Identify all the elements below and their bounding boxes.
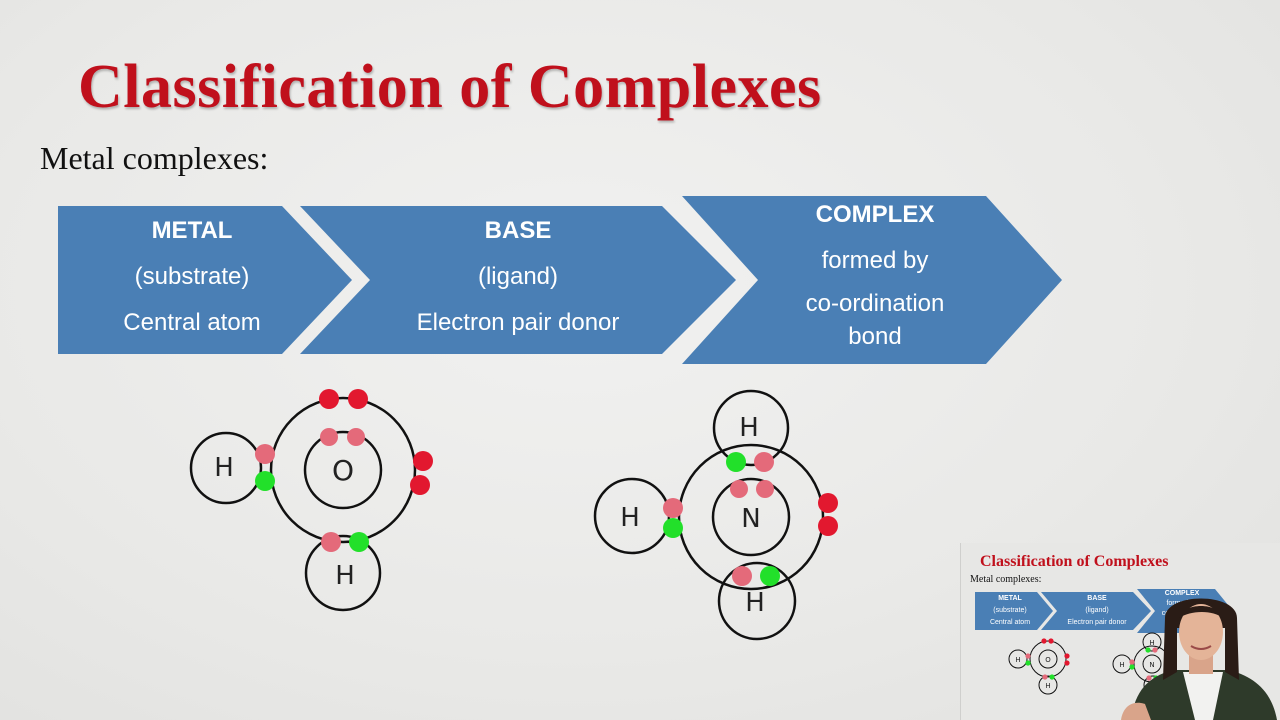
electron bbox=[410, 475, 430, 495]
electron bbox=[818, 516, 838, 536]
nitrogen-outer-shell bbox=[677, 443, 825, 591]
electron bbox=[726, 452, 746, 472]
pip-step-base-line2: Electron pair donor bbox=[1067, 619, 1127, 626]
nitrogen-inner-shell bbox=[711, 477, 791, 557]
electron bbox=[319, 389, 339, 409]
electron bbox=[663, 498, 683, 518]
pip-ammonia-h1: H bbox=[1149, 639, 1154, 647]
ammonia-molecule bbox=[593, 389, 825, 641]
oxygen-outer-shell bbox=[269, 396, 417, 544]
electron bbox=[320, 428, 338, 446]
step-complex-line2: co-ordination bbox=[805, 290, 945, 317]
pip-ammonia-h2: H bbox=[1119, 661, 1124, 669]
pip-step-base-line1: (ligand) bbox=[1085, 607, 1109, 614]
step-metal-heading: METAL bbox=[151, 217, 233, 244]
step-base-heading: BASE bbox=[484, 217, 552, 244]
slide-subtitle: Metal complexes: bbox=[40, 140, 269, 176]
water-center-label: O bbox=[332, 454, 354, 487]
electron bbox=[663, 518, 683, 538]
pip-water-h1: H bbox=[1015, 656, 1020, 664]
electron bbox=[349, 532, 369, 552]
ammonia-electrons bbox=[663, 452, 838, 586]
pip-water-center: O bbox=[1045, 656, 1051, 664]
hydrogen-top-shell bbox=[712, 389, 790, 467]
water-h2-label: H bbox=[335, 561, 355, 591]
pip-title: Classification of Complexes bbox=[980, 553, 1169, 570]
step-complex: COMPLEX formed by co-ordination bond bbox=[760, 192, 990, 350]
ammonia-h2-label: H bbox=[620, 503, 640, 533]
electron bbox=[818, 493, 838, 513]
water-electrons bbox=[255, 389, 433, 552]
slide-title: Classification of Complexes bbox=[78, 53, 822, 121]
step-base-line1: (ligand) bbox=[477, 263, 559, 290]
ammonia-center-label: N bbox=[741, 504, 760, 534]
step-complex-heading: COMPLEX bbox=[815, 201, 935, 228]
pip-chevron-base bbox=[1041, 592, 1151, 630]
hydrogen-bottom-shell bbox=[717, 561, 797, 641]
hydrogen-left-shell bbox=[189, 431, 263, 505]
pip-step-base-heading: BASE bbox=[1087, 595, 1107, 602]
pip-step-metal-heading: METAL bbox=[998, 595, 1022, 602]
pip-water-h2: H bbox=[1045, 682, 1050, 690]
step-base: BASE (ligand) Electron pair donor bbox=[370, 208, 666, 346]
electron bbox=[730, 480, 748, 498]
pip-step-complex-heading: COMPLEX bbox=[1164, 590, 1200, 597]
step-metal: METAL (substrate) Central atom bbox=[58, 208, 326, 346]
chevron-complex bbox=[682, 196, 1062, 364]
process-chevrons bbox=[58, 196, 1062, 364]
step-complex-line1: formed by bbox=[821, 247, 929, 274]
electron bbox=[760, 566, 780, 586]
water-h1-label: H bbox=[214, 453, 234, 483]
oxygen-inner-shell bbox=[303, 430, 383, 510]
ammonia-h3-label: H bbox=[745, 588, 765, 618]
pip-step-base: BASE (ligand) Electron pair donor bbox=[1057, 593, 1137, 629]
electron bbox=[754, 452, 774, 472]
step-base-line2: Electron pair donor bbox=[416, 309, 620, 336]
electron bbox=[255, 444, 275, 464]
presenter-image bbox=[1121, 598, 1277, 720]
electron bbox=[413, 451, 433, 471]
presenter-video-thumbnail[interactable]: Classification of Complexes Metal comple… bbox=[960, 543, 1280, 720]
chevron-metal bbox=[58, 206, 352, 354]
pip-step-metal-line1: (substrate) bbox=[993, 607, 1027, 614]
electron bbox=[347, 428, 365, 446]
pip-subtitle: Metal complexes: bbox=[970, 574, 1042, 585]
step-complex-line3: bond bbox=[848, 323, 902, 350]
step-metal-line2: Central atom bbox=[123, 309, 261, 336]
step-metal-line1: (substrate) bbox=[134, 263, 250, 290]
electron bbox=[321, 532, 341, 552]
ammonia-h1-label: H bbox=[739, 413, 759, 443]
pip-step-metal-line2: Central atom bbox=[989, 619, 1031, 626]
pip-ammonia-center: N bbox=[1149, 661, 1154, 669]
water-molecule bbox=[189, 396, 417, 612]
pip-chevron-metal bbox=[975, 592, 1053, 630]
hydrogen-bottom-shell bbox=[304, 534, 382, 612]
pip-step-metal: METAL (substrate) Central atom bbox=[975, 593, 1045, 629]
electron bbox=[348, 389, 368, 409]
electron bbox=[756, 480, 774, 498]
chevron-base bbox=[300, 206, 736, 354]
electron bbox=[732, 566, 752, 586]
electron bbox=[255, 471, 275, 491]
